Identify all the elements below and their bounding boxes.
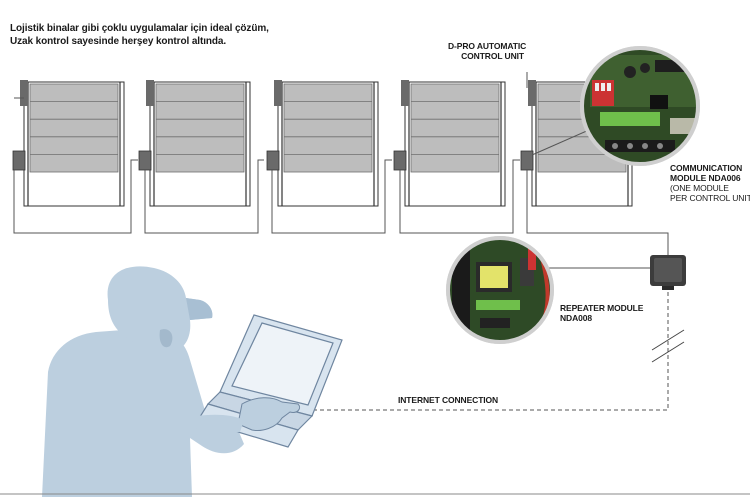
door-4: [393, 80, 506, 207]
dpro-label-line-1: D-PRO AUTOMATIC: [448, 41, 527, 51]
internet-connection-label: INTERNET CONNECTION: [398, 395, 499, 405]
motor-box: [274, 80, 282, 106]
motor-box: [528, 80, 536, 106]
comm-label-line-4: PER CONTROL UNIT): [670, 193, 750, 203]
control-unit-box: [138, 150, 152, 171]
dpro-control-unit-label: D-PRO AUTOMATIC CONTROL UNIT: [448, 41, 527, 61]
control-unit-box: [520, 150, 534, 171]
door-1: [12, 80, 125, 207]
repeater-module-label: REPEATER MODULE NDA008: [560, 303, 643, 323]
repeater-pcb-photo: [446, 236, 554, 344]
intro-caption: Lojistik binalar gibi çoklu uygulamalar …: [10, 22, 269, 48]
comm-label-line-1: COMMUNICATION: [670, 163, 743, 173]
door-2: [138, 80, 251, 207]
control-unit-box: [393, 150, 407, 171]
dpro-label-line-2: CONTROL UNIT: [461, 51, 524, 61]
repeater-label-line-1: REPEATER MODULE: [560, 303, 644, 313]
control-unit-box: [12, 150, 26, 171]
communication-pcb-photo: [580, 46, 700, 166]
comm-label-line-2: MODULE NDA006: [670, 173, 741, 183]
person-with-laptop: [42, 266, 343, 497]
comm-label-line-3: (ONE MODULE: [670, 183, 729, 193]
wiring: [13, 72, 669, 269]
intro-line-1: Lojistik binalar gibi çoklu uygulamalar …: [10, 23, 269, 34]
control-unit-box: [266, 150, 280, 171]
communication-module-label: COMMUNICATION MODULE NDA006 (ONE MODULE …: [670, 163, 750, 203]
repeater-box: [650, 255, 686, 290]
motor-box: [20, 80, 28, 106]
wireless-break-mark: [651, 329, 685, 363]
door-3: [266, 80, 379, 207]
laptop: [197, 314, 343, 448]
intro-line-2: Uzak kontrol sayesinde herşey kontrol al…: [10, 36, 227, 47]
motor-box: [146, 80, 154, 106]
industrial-doors: [12, 80, 633, 207]
motor-box: [401, 80, 409, 106]
repeater-label-line-2: NDA008: [560, 313, 592, 323]
